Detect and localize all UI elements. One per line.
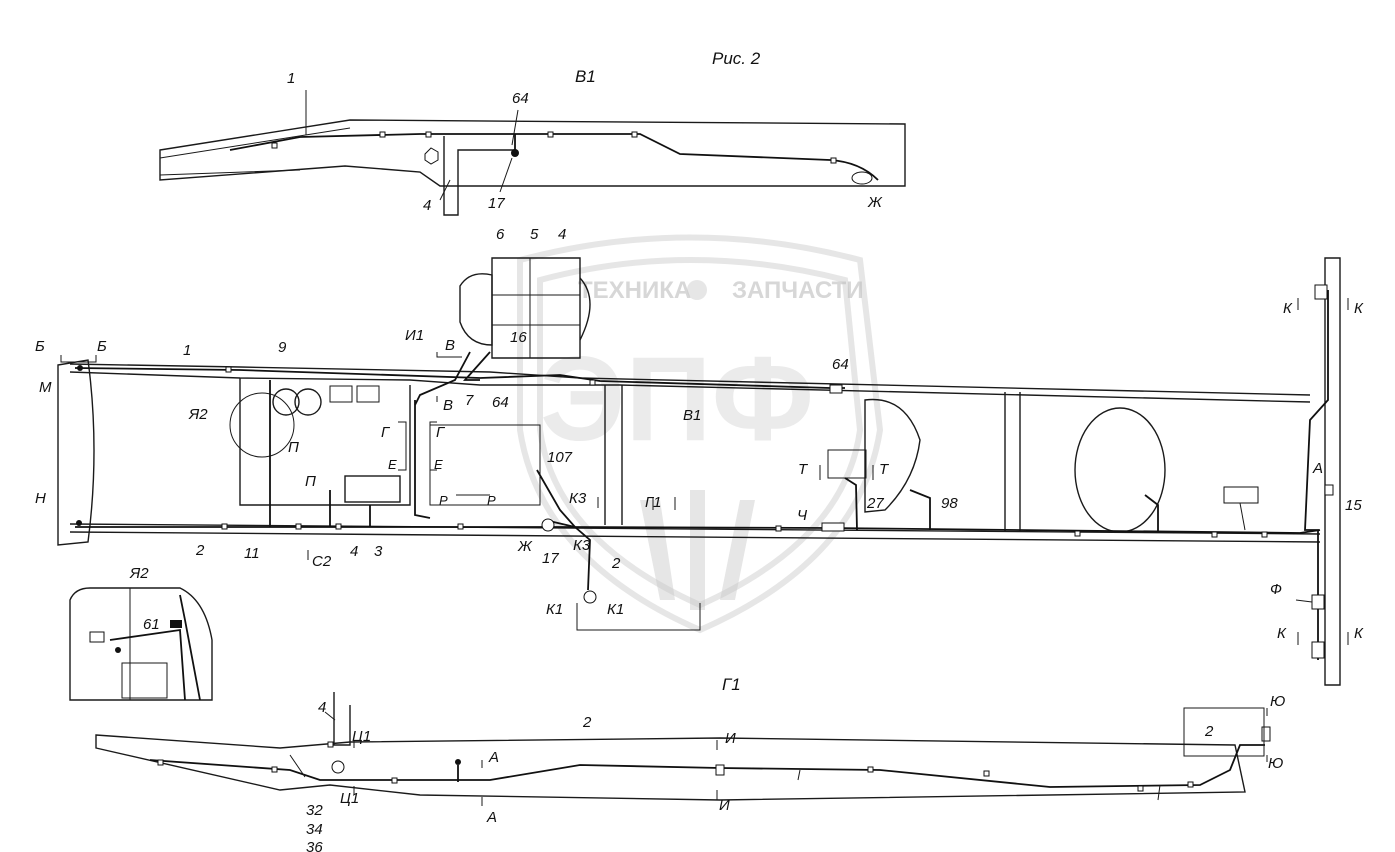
label-ya2: Я2: [188, 406, 208, 423]
figure-title: Рис. 2: [712, 49, 761, 68]
label-v1-17: 17: [488, 195, 505, 212]
view-label-v1: В1: [575, 67, 596, 86]
label-g1-c1-top: Ц1: [352, 728, 371, 745]
label-3: 3: [374, 543, 383, 560]
label-p-left: П: [288, 439, 299, 456]
label-r-right: Р: [487, 493, 496, 508]
label-16: 16: [510, 329, 527, 346]
label-2-a: 2: [195, 542, 205, 559]
label-g1-4: 4: [318, 699, 326, 716]
label-k-bottom-right: К: [1354, 625, 1364, 642]
label-g1-a-bottom: А: [486, 809, 497, 826]
label-64-b: 64: [832, 356, 849, 373]
label-17: 17: [542, 550, 559, 567]
view-g1-frame: [95, 692, 1271, 806]
label-k1-right: К1: [607, 601, 624, 618]
label-e-right: Е: [434, 457, 443, 472]
label-g-right: Г: [436, 424, 446, 441]
label-g1-yu-bottom: Ю: [1268, 755, 1283, 772]
label-107: 107: [547, 449, 573, 466]
label-2-b: 2: [611, 555, 621, 572]
label-15: 15: [1345, 497, 1362, 514]
watermark-right-text: ЗАПЧАСТИ: [732, 277, 864, 304]
label-b-left: Б: [35, 338, 45, 355]
label-4-top: 4: [558, 226, 566, 243]
label-a: А: [1312, 460, 1323, 477]
label-ch: Ч: [797, 507, 808, 524]
label-b1: В1: [683, 407, 701, 424]
label-6: 6: [496, 226, 505, 243]
label-inset-61: 61: [143, 616, 160, 633]
label-64-a: 64: [492, 394, 509, 411]
label-g1-c1-bottom: Ц1: [340, 790, 359, 807]
label-k3-a: К3: [569, 490, 587, 507]
label-v1-4: 4: [423, 197, 431, 214]
label-g-left: Г: [381, 424, 391, 441]
label-g1-36: 36: [306, 839, 323, 852]
label-g1-32: 32: [306, 802, 323, 819]
label-g1-yu-top: Ю: [1270, 693, 1285, 710]
watermark: ТЕХНИКА ЗАПЧАСТИ ЭПФ: [517, 234, 884, 634]
view-label-g1: Г1: [722, 675, 741, 694]
view-label-ya2: Я2: [129, 565, 149, 582]
label-98: 98: [941, 495, 958, 512]
label-27: 27: [866, 495, 884, 512]
label-v-top: В: [445, 337, 455, 354]
label-g1-2-a: 2: [582, 714, 592, 731]
label-g1-2-b: 2: [1204, 723, 1214, 740]
label-v1-64: 64: [512, 90, 529, 107]
label-c2: С2: [312, 553, 332, 570]
watermark-left-text: ТЕХНИКА: [578, 277, 691, 304]
label-t-left: Т: [798, 461, 809, 478]
inset-ya2: [69, 587, 213, 701]
chassis-main-view: [57, 257, 1349, 686]
label-f: Ф: [1270, 581, 1282, 598]
label-v1-1: 1: [287, 70, 295, 87]
label-g1-main: Г1: [645, 494, 662, 511]
label-k3-b: К3: [573, 537, 591, 554]
label-k1-left: К1: [546, 601, 563, 618]
label-7: 7: [465, 392, 474, 409]
label-zh: Ж: [517, 538, 533, 555]
label-9: 9: [278, 339, 287, 356]
view-v1-frame: [159, 90, 906, 216]
label-g1-a-top: А: [488, 749, 499, 766]
label-p-right: П: [305, 473, 316, 490]
label-v1-zh: Ж: [867, 194, 883, 211]
label-5: 5: [530, 226, 539, 243]
label-m: М: [39, 379, 52, 396]
label-r-left: Р: [439, 493, 448, 508]
label-i1: И1: [405, 327, 424, 344]
label-1: 1: [183, 342, 191, 359]
watermark-logo: ЭПФ: [540, 332, 814, 466]
label-g1-34: 34: [306, 821, 323, 838]
label-k-top-left: К: [1283, 300, 1293, 317]
label-g1-i-top: И: [725, 730, 736, 747]
label-4-b: 4: [350, 543, 358, 560]
label-k-bottom-left: К: [1277, 625, 1287, 642]
label-e-left: Е: [388, 457, 397, 472]
label-k-top-right: К: [1354, 300, 1364, 317]
label-n: Н: [35, 490, 46, 507]
label-g1-i-bottom: И: [719, 797, 730, 814]
label-b-right: Б: [97, 338, 107, 355]
label-t-right: Т: [879, 461, 890, 478]
label-11: 11: [244, 545, 260, 562]
gear-icon: [687, 280, 707, 300]
label-v-bottom: В: [443, 397, 453, 414]
